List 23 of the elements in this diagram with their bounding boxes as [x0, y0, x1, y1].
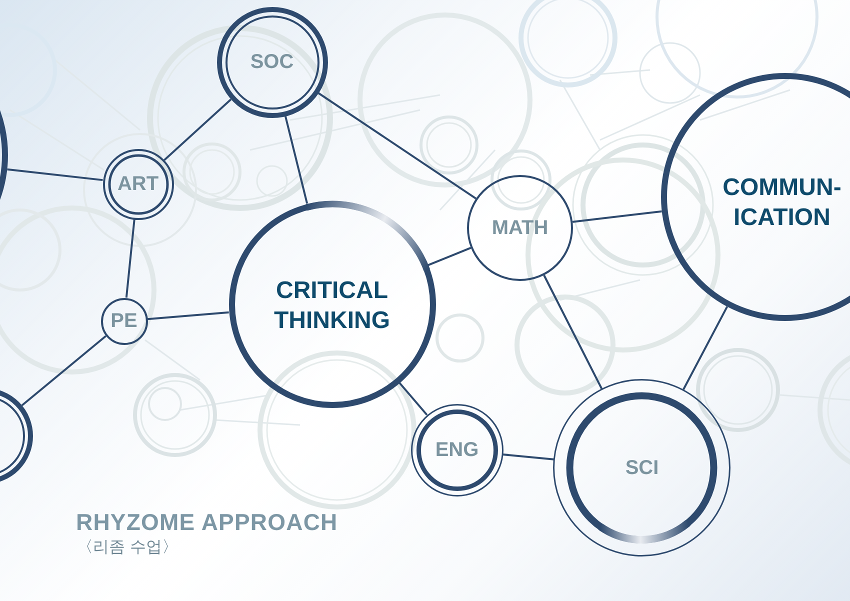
connector-line	[147, 311, 229, 320]
connector-line	[164, 98, 232, 161]
connector-line	[7, 168, 103, 182]
node-label: ART	[117, 172, 159, 196]
node-label: SOC	[250, 50, 294, 74]
connector-line	[428, 246, 472, 266]
connector-line	[502, 453, 554, 460]
node-label: CRITICAL THINKING	[273, 276, 391, 336]
node-label: COMMUN- ICATION	[722, 173, 842, 233]
connector-line	[21, 335, 107, 406]
connector-line	[398, 382, 428, 416]
title: RHYZOME APPROACH	[76, 510, 338, 534]
subtitle: 〈리좀 수업〉	[77, 537, 178, 557]
connector-line	[572, 210, 662, 223]
node-label: ENG	[435, 438, 479, 462]
node-label: MATH	[492, 216, 548, 240]
connector-line	[543, 274, 603, 390]
connector-line	[682, 306, 728, 390]
connector-line	[125, 219, 136, 298]
connector-line	[284, 116, 308, 204]
node-label: SCI	[625, 456, 659, 480]
connector-line	[318, 92, 477, 200]
node-label: PE	[110, 309, 138, 333]
